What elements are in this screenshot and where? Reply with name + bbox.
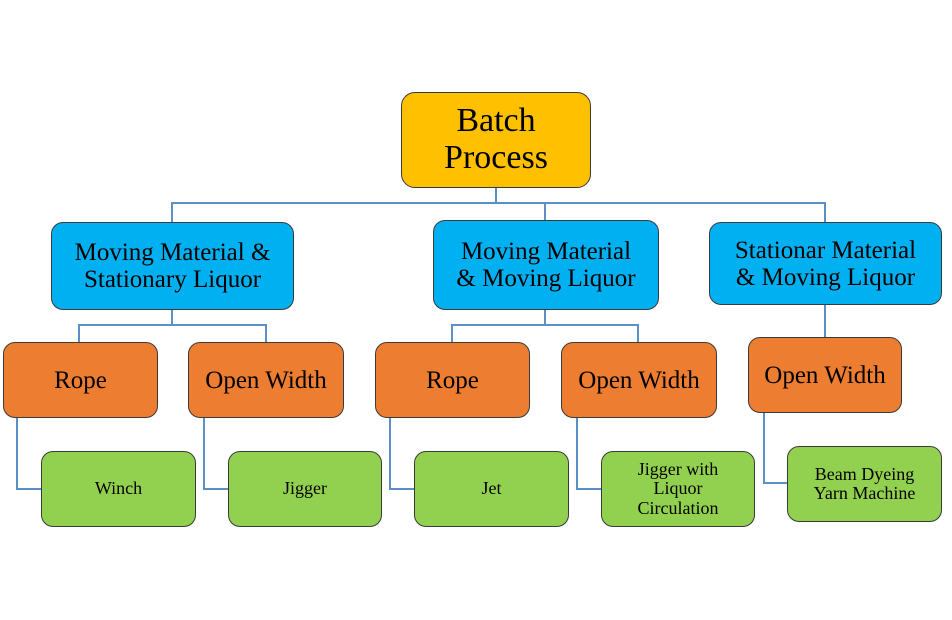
machine-node-winch: Winch (41, 451, 196, 527)
mode-node-rope-2: Rope (375, 342, 530, 418)
root-node-batch-process: Batch Process (401, 92, 591, 188)
mode-node-open-width-2: Open Width (561, 342, 717, 418)
category-node-2: Moving Material & Moving Liquor (433, 220, 659, 310)
connector-mode-3-to-machine (389, 418, 414, 490)
machine-node-beam-dyeing-yarn-machine: Beam Dyeing Yarn Machine (787, 446, 942, 522)
machine-node-jigger-with-liquor-circulation: Jigger with Liquor Circulation (601, 451, 755, 527)
mode-node-open-width-3: Open Width (748, 337, 902, 413)
category-node-3: Stationar Material & Moving Liquor (709, 222, 942, 305)
machine-node-jet: Jet (414, 451, 569, 527)
mode-node-rope-1: Rope (3, 342, 158, 418)
connector-category-2-to-modes (451, 310, 639, 342)
connector-mode-4-to-machine (576, 418, 601, 490)
connector-mode-1-to-machine (16, 418, 41, 490)
connector-category-1-to-modes (78, 310, 267, 342)
mode-node-open-width-1: Open Width (188, 342, 344, 418)
connector-mode-5-to-machine (763, 413, 787, 484)
connector-root-to-category-1 (171, 188, 497, 222)
connector-root-to-category-3 (545, 202, 826, 222)
connector-mode-2-to-machine (203, 418, 228, 490)
category-node-1: Moving Material & Stationary Liquor (51, 222, 294, 310)
machine-node-jigger: Jigger (228, 451, 382, 527)
connector-root-to-category-2 (496, 202, 546, 220)
